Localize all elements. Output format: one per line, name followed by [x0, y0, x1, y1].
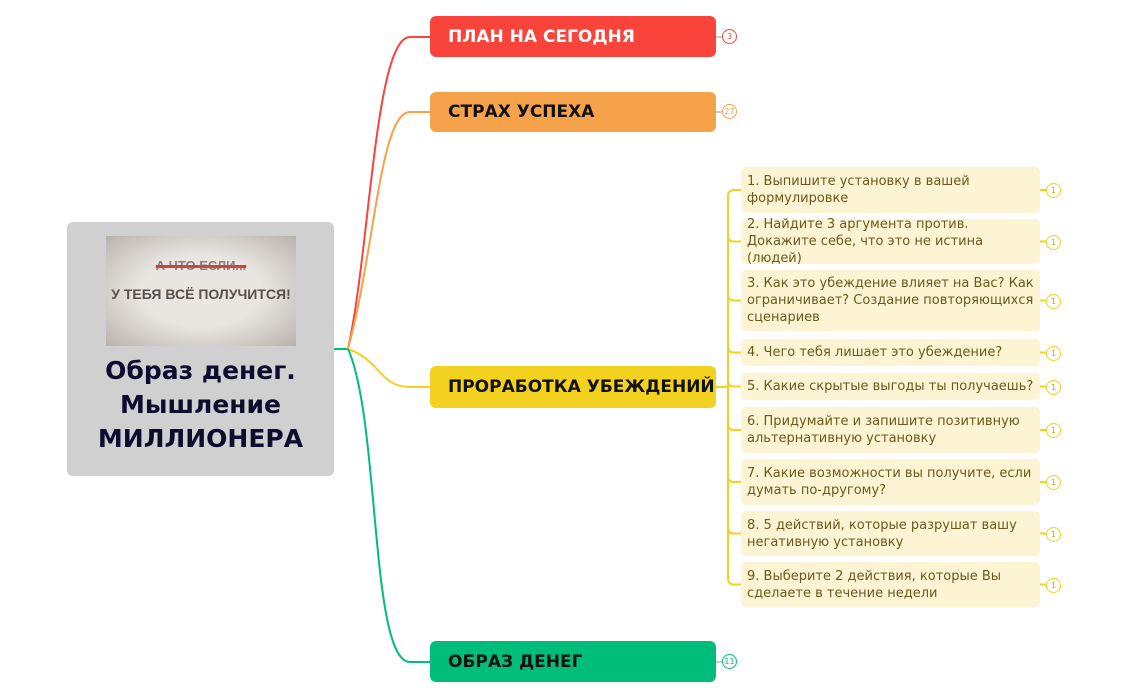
- collapse-count-badge[interactable]: 27: [722, 104, 737, 119]
- central-topic[interactable]: А ЧТО ЕСЛИ... У ТЕБЯ ВСЁ ПОЛУЧИТСЯ! Обра…: [67, 222, 334, 476]
- collapse-count-badge[interactable]: 1: [1046, 293, 1061, 309]
- collapse-count-badge[interactable]: 1: [1046, 345, 1061, 361]
- subtopic-item[interactable]: 6. Придумайте и запишите позитивную альт…: [741, 407, 1040, 453]
- subtopic-item[interactable]: 3. Как это убеждение влияет на Вас? Как …: [741, 270, 1040, 331]
- image-text-crossed: А ЧТО ЕСЛИ...: [155, 258, 247, 273]
- collapse-count-badge[interactable]: 1: [1046, 475, 1061, 490]
- subtopic-connectors: [727, 189, 1046, 586]
- branch-prorabotka[interactable]: ПРОРАБОТКА УБЕЖДЕНИЙ: [430, 366, 716, 408]
- collapse-count-badge[interactable]: 1: [1046, 379, 1061, 395]
- collapse-count-badge[interactable]: 1: [1046, 526, 1061, 542]
- branch-obraz[interactable]: ОБРАЗ ДЕНЕГ: [430, 641, 716, 682]
- collapse-count-badge[interactable]: 1: [1046, 183, 1061, 198]
- branch-plan[interactable]: ПЛАН НА СЕГОДНЯ: [430, 16, 716, 57]
- collapse-count-badge[interactable]: 1: [1046, 577, 1061, 593]
- central-image: А ЧТО ЕСЛИ... У ТЕБЯ ВСЁ ПОЛУЧИТСЯ!: [106, 236, 296, 346]
- title-line: МИЛЛИОНЕРА: [97, 424, 304, 453]
- subtopic-item[interactable]: 5. Какие скрытые выгоды ты получаешь?: [741, 373, 1040, 400]
- title-line: Мышление: [119, 390, 282, 419]
- branch-strah[interactable]: СТРАХ УСПЕХА: [430, 92, 716, 132]
- collapse-count-badge[interactable]: 3: [722, 29, 737, 44]
- collapse-count-badge[interactable]: 1: [1046, 423, 1061, 438]
- image-text: У ТЕБЯ ВСЁ ПОЛУЧИТСЯ!: [111, 286, 291, 302]
- collapse-count-badge[interactable]: 11: [722, 654, 737, 669]
- subtopic-item[interactable]: 8. 5 действий, которые разрушат вашу нег…: [741, 511, 1040, 556]
- subtopic-item[interactable]: 7. Какие возможности вы получите, если д…: [741, 459, 1040, 505]
- subtopic-item[interactable]: 2. Найдите 3 аргумента против. Докажите …: [741, 217, 1040, 266]
- subtopic-item[interactable]: 4. Чего тебя лишает это убеждение?: [741, 339, 1040, 366]
- title-line: Образ денег.: [105, 356, 296, 385]
- subtopic-item[interactable]: 1. Выпишите установку в вашей формулиров…: [741, 167, 1040, 213]
- central-title: Образ денег. Мышление МИЛЛИОНЕРА: [67, 354, 334, 456]
- collapse-count-badge[interactable]: 1: [1046, 234, 1061, 250]
- subtopic-item[interactable]: 9. Выберите 2 действия, которые Вы сдела…: [741, 562, 1040, 607]
